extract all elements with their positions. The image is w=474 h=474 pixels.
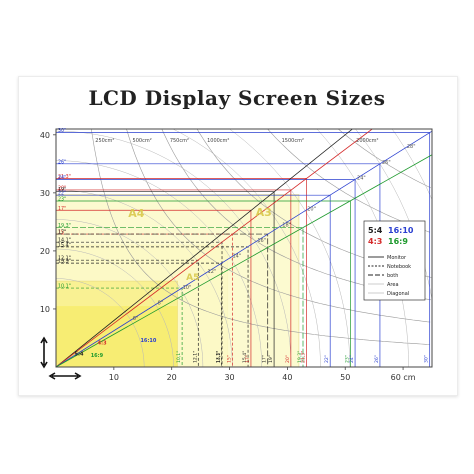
diagonal-arc-label: 28" (407, 144, 416, 150)
ratio-line-label: 5:4 (75, 351, 84, 357)
screen-height-label: 20" (58, 185, 66, 191)
legend-line-label: Area (387, 282, 399, 288)
ratio-line-label: 16:9 (91, 353, 104, 359)
screen-height-label: 15" (58, 230, 66, 236)
screen-label: 22" (324, 355, 330, 363)
screen-height-label: 24" (58, 175, 66, 181)
width-arrow-icon (48, 372, 82, 380)
diagonal-arc-label: 16" (257, 238, 266, 244)
screen-height-label: 14,1" (58, 238, 71, 244)
ratio-line (56, 129, 353, 367)
screen-height-label: 15,4" (58, 242, 71, 248)
screen-label: 15" (226, 355, 232, 363)
screen-height-label: 12,1" (58, 256, 71, 262)
ratio-line (56, 129, 373, 367)
area-arc (338, 129, 431, 189)
diagonal-arc (56, 248, 174, 367)
area-arc-label: 1500cm² (282, 138, 304, 144)
x-tick-label: 10 (109, 373, 119, 382)
ratio-line (56, 154, 432, 367)
screen-label: 17" (245, 355, 251, 363)
legend-line-label: Monitor (387, 255, 407, 261)
diagonal-arc (229, 129, 351, 367)
y-tick-label: 10 (40, 305, 50, 314)
screen-height-label: 21,3" (58, 174, 71, 180)
diagonal-arc-label: 8" (158, 300, 163, 306)
screen-height-label: 13,3" (58, 259, 71, 265)
diagonal-arc-label: 10" (183, 285, 192, 291)
screen-label: 12,1" (192, 351, 198, 363)
paper-label: A4 (128, 207, 145, 220)
legend-ratio-label: 16:10 (388, 226, 414, 235)
legend-box (363, 220, 426, 301)
diagonal-arc-label: 24" (357, 175, 366, 181)
screen-height-label: 26" (58, 159, 66, 165)
screen-label: 10,1" (176, 351, 182, 363)
screen-label: 14,1" (216, 351, 222, 363)
diagonal-arc-label: 20" (307, 207, 316, 213)
screen-label: 26" (374, 355, 380, 363)
screen-height-label: 30" (58, 128, 66, 134)
diagonal-arc (56, 189, 233, 367)
paper-label: A3 (256, 206, 272, 219)
screen-height-label: 17" (58, 230, 66, 236)
legend-line-label: Diagonal (387, 291, 409, 297)
x-tick-label: 30 (224, 373, 234, 382)
screen-label: 20" (285, 355, 291, 363)
screen-label: 15,4" (242, 351, 248, 363)
diagonal-arc-label: 26" (382, 160, 391, 166)
paper-label: A5 (186, 273, 199, 283)
area-arc-label: 500cm² (133, 138, 152, 144)
diagonal-arc (56, 130, 292, 367)
area-arc-label: 750cm² (170, 138, 189, 144)
ratio-line (56, 130, 432, 367)
area-arc-label: 1000cm² (207, 138, 229, 144)
screen-height-label: 10,1" (58, 284, 71, 290)
ratio-line-label: 16:10 (140, 338, 156, 344)
screen-height-label: 23" (58, 196, 66, 202)
y-tick-label: 30 (40, 189, 50, 198)
diagonal-arc-label: 14" (232, 254, 241, 260)
y-tick-label: 20 (40, 247, 50, 256)
legend-line-label: both (387, 273, 398, 279)
x-tick-label: 40 (282, 373, 292, 382)
diagonal-arc-label: 18" (282, 222, 291, 228)
ratio-line-label: 4:3 (98, 340, 107, 346)
x-tick-label: 50 (340, 373, 350, 382)
diagonal-arc-label: 12" (208, 269, 217, 275)
screen-label: 30" (424, 355, 430, 363)
diagonal-arc (56, 278, 145, 367)
screen-height-label: 17" (58, 206, 66, 212)
x-tick-label: 20 (167, 373, 177, 382)
legend-ratio-label: 5:4 (368, 226, 383, 235)
y-tick-label: 40 (40, 131, 50, 140)
area-arc-label: 2000cm² (356, 138, 378, 144)
diagonal-arc (56, 219, 204, 367)
screen-outline (56, 227, 304, 367)
legend-ratio-label: 4:3 (368, 237, 382, 246)
diagonal-arc (56, 160, 262, 367)
legend-ratio-label: 16:9 (388, 237, 408, 246)
height-arrow-icon (40, 336, 48, 369)
screen-height-label: 22" (58, 191, 66, 197)
screen-height-label: 19" (58, 187, 66, 193)
area-arc (91, 129, 430, 345)
legend-line-label: Notebook (387, 264, 411, 270)
area-arc-label: 250cm² (95, 138, 114, 144)
screen-label: 21,3" (300, 351, 306, 363)
screen-label: 13,3" (215, 351, 221, 363)
chart-title: LCD Display Screen Sizes (88, 86, 386, 110)
screen-label: 23" (344, 355, 350, 363)
screen-label: 19" (268, 355, 274, 363)
screen-label: 24" (349, 355, 355, 363)
screen-label: 17" (262, 355, 268, 363)
screen-label: 19,3" (297, 351, 303, 363)
plot-frame (55, 128, 433, 368)
diagonal-arc-label: 6" (133, 316, 138, 322)
screen-height-label: 19,3" (58, 223, 71, 229)
paper-region-core (56, 306, 178, 367)
x-tick-label: 60 cm (391, 373, 416, 382)
